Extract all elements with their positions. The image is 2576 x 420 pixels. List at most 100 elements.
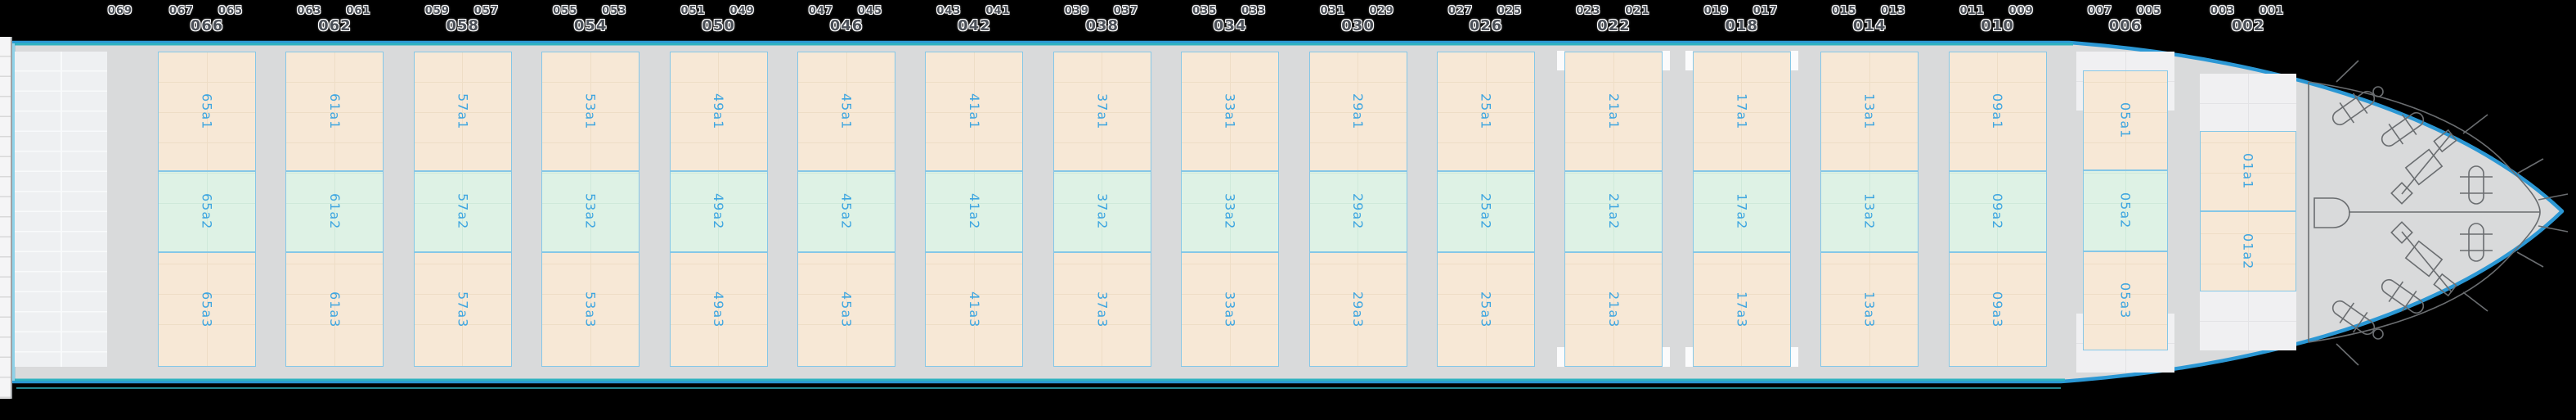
stern-hold-zone[interactable] (15, 52, 107, 367)
cabin-cell-label: 49a2 (711, 193, 727, 230)
frame-label: 053 (602, 5, 627, 17)
cabin-cell[interactable]: 61a3 (285, 252, 384, 367)
cabin-cell-label: 05a2 (2117, 192, 2134, 229)
cabin-cell[interactable]: 05a3 (2083, 251, 2168, 350)
cabin-cell[interactable]: 45a3 (797, 252, 895, 367)
cabin-cell-label: 05a3 (2117, 282, 2134, 319)
cabin-cell[interactable]: 05a1 (2083, 70, 2168, 170)
cabin-cell[interactable]: 25a2 (1437, 171, 1535, 252)
cabin-cell[interactable]: 61a2 (285, 171, 384, 252)
cabin-cell[interactable]: 33a1 (1181, 52, 1280, 171)
cabin-cell[interactable]: 65a2 (158, 171, 256, 252)
cabin-cell[interactable]: 29a3 (1308, 252, 1407, 367)
frame-label: 017 (1752, 5, 1778, 17)
cabin-cell-label: 17a3 (1734, 291, 1750, 328)
cabin-cell-label: 65a2 (199, 193, 215, 230)
cabin-cell[interactable]: 41a2 (925, 171, 1024, 252)
pillar-mark (1790, 347, 1798, 367)
cabin-cell[interactable]: 65a3 (158, 252, 256, 367)
cabin-cell[interactable]: 29a2 (1308, 171, 1407, 252)
frame-label: 059 (424, 5, 450, 17)
cabin-cell[interactable]: 45a1 (797, 52, 895, 171)
mooring-winch-icon (2460, 165, 2493, 205)
cabin-cell[interactable]: 21a3 (1564, 252, 1663, 367)
cabin-cell[interactable]: 13a1 (1820, 52, 1919, 171)
cabin-cell[interactable]: 53a3 (541, 252, 640, 367)
cabin-cell-label: 65a1 (199, 93, 215, 130)
pillar-mark (1685, 347, 1693, 367)
cabin-cell-label: 21a1 (1605, 93, 1622, 130)
hatch-arch-icon (2313, 197, 2350, 228)
cabin-cell-label: 33a3 (1222, 291, 1238, 328)
cabin-cell[interactable]: 57a3 (413, 252, 512, 367)
cabin-cell-label: 25a3 (1478, 291, 1494, 328)
cabin-cell[interactable]: 57a2 (413, 171, 512, 252)
cabin-cell[interactable]: 45a2 (797, 171, 895, 252)
cabin-cell[interactable]: 17a2 (1692, 171, 1791, 252)
cabin-cell[interactable]: 09a3 (1948, 252, 2047, 367)
cabin-cell[interactable]: 41a1 (925, 52, 1024, 171)
frame-label: 023 (1576, 5, 1601, 17)
cabin-cell[interactable]: 53a1 (541, 52, 640, 171)
cabin-cell[interactable]: 01a2 (2200, 211, 2296, 291)
frame-label: 042 (958, 17, 991, 34)
frame-label: 062 (318, 17, 352, 34)
cabin-cell[interactable]: 41a3 (925, 252, 1024, 367)
frame-label: 025 (1497, 5, 1523, 17)
frame-label: 003 (2210, 5, 2236, 17)
cabin-cell-label: 13a2 (1861, 193, 1878, 230)
cabin-cell-label: 29a3 (1350, 291, 1367, 328)
cabin-cell[interactable]: 57a1 (413, 52, 512, 171)
cabin-cell-label: 49a1 (711, 93, 727, 130)
cabin-cell[interactable]: 33a2 (1181, 171, 1280, 252)
cabin-cell[interactable]: 17a3 (1692, 252, 1791, 367)
frame-label: 066 (190, 17, 224, 34)
cabin-cell[interactable]: 53a2 (541, 171, 640, 252)
cabin-cell[interactable]: 25a3 (1437, 252, 1535, 367)
cabin-cell-label: 41a2 (966, 193, 982, 230)
frame-label: 010 (1981, 17, 2014, 34)
cabin-cell[interactable]: 49a1 (669, 52, 768, 171)
cabin-cell-label: 21a3 (1605, 291, 1622, 328)
cabin-cell[interactable]: 13a3 (1820, 252, 1919, 367)
cabin-cell[interactable]: 09a1 (1948, 52, 2047, 171)
cabin-cell[interactable]: 13a2 (1820, 171, 1919, 252)
cabin-cell[interactable]: 05a2 (2083, 170, 2168, 251)
frame-label: 046 (829, 17, 864, 34)
frame-label: 043 (936, 5, 962, 17)
cabin-cell[interactable]: 29a1 (1308, 52, 1407, 171)
mooring-winch-icon (2381, 278, 2425, 314)
cabin-cell[interactable]: 37a2 (1052, 171, 1151, 252)
cabin-cell[interactable]: 09a2 (1948, 171, 2047, 252)
frame-label: 039 (1064, 5, 1089, 17)
cabin-cell-label: 09a2 (1990, 193, 2006, 230)
frame-label: 061 (346, 5, 371, 17)
cabin-cell[interactable]: 25a1 (1437, 52, 1535, 171)
cabin-cell-label: 37a3 (1094, 291, 1111, 328)
pillar-mark (1790, 51, 1798, 70)
cabin-cell-label: 61a1 (326, 93, 343, 130)
frame-label: 034 (1213, 17, 1247, 34)
cabin-cell[interactable]: 33a3 (1181, 252, 1280, 367)
frame-label: 058 (446, 17, 480, 34)
cabin-cell[interactable]: 17a1 (1692, 52, 1791, 171)
cabin-cell[interactable]: 01a1 (2200, 131, 2296, 211)
cabin-cell-label: 33a1 (1222, 93, 1238, 130)
cabin-cell[interactable]: 21a1 (1564, 52, 1663, 171)
cabin-cell[interactable]: 61a1 (285, 52, 384, 171)
cabin-cell-label: 09a1 (1990, 93, 2006, 130)
mooring-winch-icon (2331, 300, 2376, 336)
cabin-cell[interactable]: 37a3 (1052, 252, 1151, 367)
cabin-cell-label: 37a1 (1094, 93, 1111, 130)
frame-label: 069 (107, 5, 133, 17)
cabin-cell[interactable]: 37a1 (1052, 52, 1151, 171)
cabin-cell[interactable]: 49a2 (669, 171, 768, 252)
frame-label: 027 (1447, 5, 1474, 17)
frame-label: 047 (808, 5, 834, 17)
frame-label: 005 (2136, 5, 2162, 17)
frame-label: 045 (857, 5, 883, 17)
cabin-cell[interactable]: 65a1 (158, 52, 256, 171)
cabin-cell[interactable]: 21a2 (1564, 171, 1663, 252)
cabin-cell[interactable]: 49a3 (669, 252, 768, 367)
cabin-cell-label: 41a3 (966, 291, 982, 328)
